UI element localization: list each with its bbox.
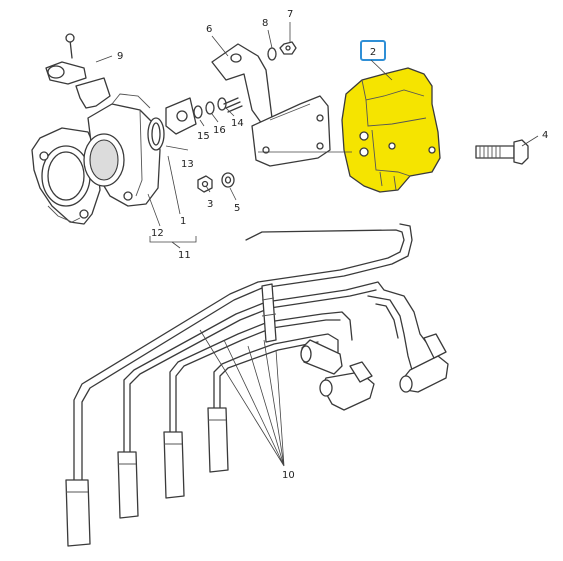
callout-3[interactable]: 3 [207, 199, 213, 210]
mounting-bracket[interactable] [211, 43, 331, 167]
callout-9[interactable]: 9 [117, 51, 123, 62]
spark-plug-wire-set[interactable] [65, 223, 449, 547]
washer-8[interactable] [267, 47, 277, 61]
callout-10[interactable]: 10 [282, 470, 295, 481]
throttle-body-assembly[interactable] [31, 33, 243, 225]
callout-13[interactable]: 13 [181, 159, 194, 170]
callout-15[interactable]: 15 [197, 131, 210, 142]
callout-12[interactable]: 12 [151, 228, 164, 239]
bolt-4[interactable] [475, 139, 529, 165]
callout-1[interactable]: 1 [180, 216, 186, 227]
callout-4[interactable]: 4 [542, 130, 548, 141]
callout-11[interactable]: 11 [178, 250, 191, 261]
callout-7[interactable]: 7 [287, 9, 293, 20]
washer-5[interactable] [221, 172, 235, 188]
nut-3[interactable] [197, 175, 213, 193]
callout-8[interactable]: 8 [262, 18, 268, 29]
callout-14[interactable]: 14 [231, 118, 244, 129]
nut-7[interactable] [279, 41, 297, 55]
callout-6[interactable]: 6 [206, 24, 212, 35]
coil-body [341, 67, 441, 193]
ignition-coil-highlighted[interactable] [341, 67, 441, 193]
callout-5[interactable]: 5 [234, 203, 240, 214]
highlight-label-box [360, 40, 386, 61]
leader-lines [95, 22, 539, 467]
callout-16[interactable]: 16 [213, 125, 226, 136]
callout-2[interactable]: 2 [370, 47, 376, 58]
